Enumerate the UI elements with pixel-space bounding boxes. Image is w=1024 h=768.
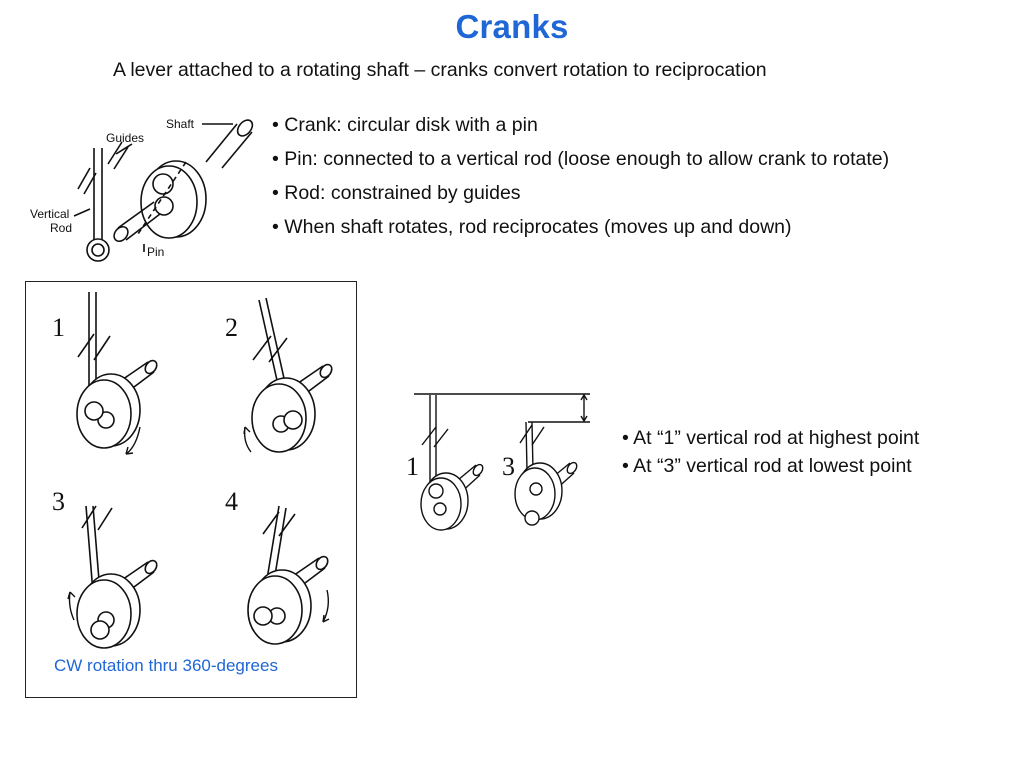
comparison-position-1 bbox=[420, 395, 484, 531]
crank-disk-drawing bbox=[137, 160, 207, 239]
comparison-position-3 bbox=[514, 421, 578, 526]
bullet-list-top: • Crank: circular disk with a pin • Pin:… bbox=[272, 108, 889, 244]
comparison-number-3: 3 bbox=[502, 452, 515, 481]
pin-drawing bbox=[113, 201, 161, 243]
highest-lowest-comparison-diagram: 1 3 bbox=[406, 393, 590, 531]
bullet-list-right: • At “1” vertical rod at highest point •… bbox=[622, 424, 919, 480]
step-number-2: 2 bbox=[225, 313, 238, 342]
crank-step-4: 4 bbox=[225, 487, 331, 645]
rotation-sequence-panel: 1 2 3 bbox=[25, 281, 357, 698]
label-guides: Guides bbox=[106, 131, 144, 145]
step-number-4: 4 bbox=[225, 487, 238, 516]
vertical-rod-drawing bbox=[86, 148, 110, 262]
bullet-rod: • Rod: constrained by guides bbox=[272, 182, 521, 204]
bullet-highest: • At “1” vertical rod at highest point bbox=[622, 427, 920, 449]
crank-step-1: 1 bbox=[52, 292, 160, 455]
page-subtitle: A lever attached to a rotating shaft – c… bbox=[113, 59, 767, 81]
crank-step-2: 2 bbox=[225, 297, 335, 453]
bullet-shaft-rotates: • When shaft rotates, rod reciprocates (… bbox=[272, 216, 792, 238]
label-rod: Rod bbox=[50, 221, 72, 235]
bullet-lowest: • At “3” vertical rod at lowest point bbox=[622, 455, 912, 477]
step-number-1: 1 bbox=[52, 313, 65, 342]
bullet-pin: • Pin: connected to a vertical rod (loos… bbox=[272, 148, 890, 170]
crank-labeled-diagram: Shaft Guides Vertical Rod Pin bbox=[30, 117, 254, 262]
label-vertical: Vertical bbox=[30, 207, 69, 221]
guides-drawing bbox=[77, 141, 129, 195]
rotation-sequence-diagram: 1 2 3 bbox=[52, 292, 335, 649]
label-shaft: Shaft bbox=[166, 117, 195, 131]
shaft-drawing bbox=[205, 119, 254, 169]
label-pin: Pin bbox=[147, 245, 164, 259]
page-title: Cranks bbox=[455, 8, 569, 45]
step-number-3: 3 bbox=[52, 487, 65, 516]
bullet-crank: • Crank: circular disk with a pin bbox=[272, 114, 538, 136]
rotation-caption: CW rotation thru 360-degrees bbox=[54, 656, 278, 675]
comparison-number-1: 1 bbox=[406, 452, 419, 481]
crank-step-3: 3 bbox=[52, 487, 160, 649]
